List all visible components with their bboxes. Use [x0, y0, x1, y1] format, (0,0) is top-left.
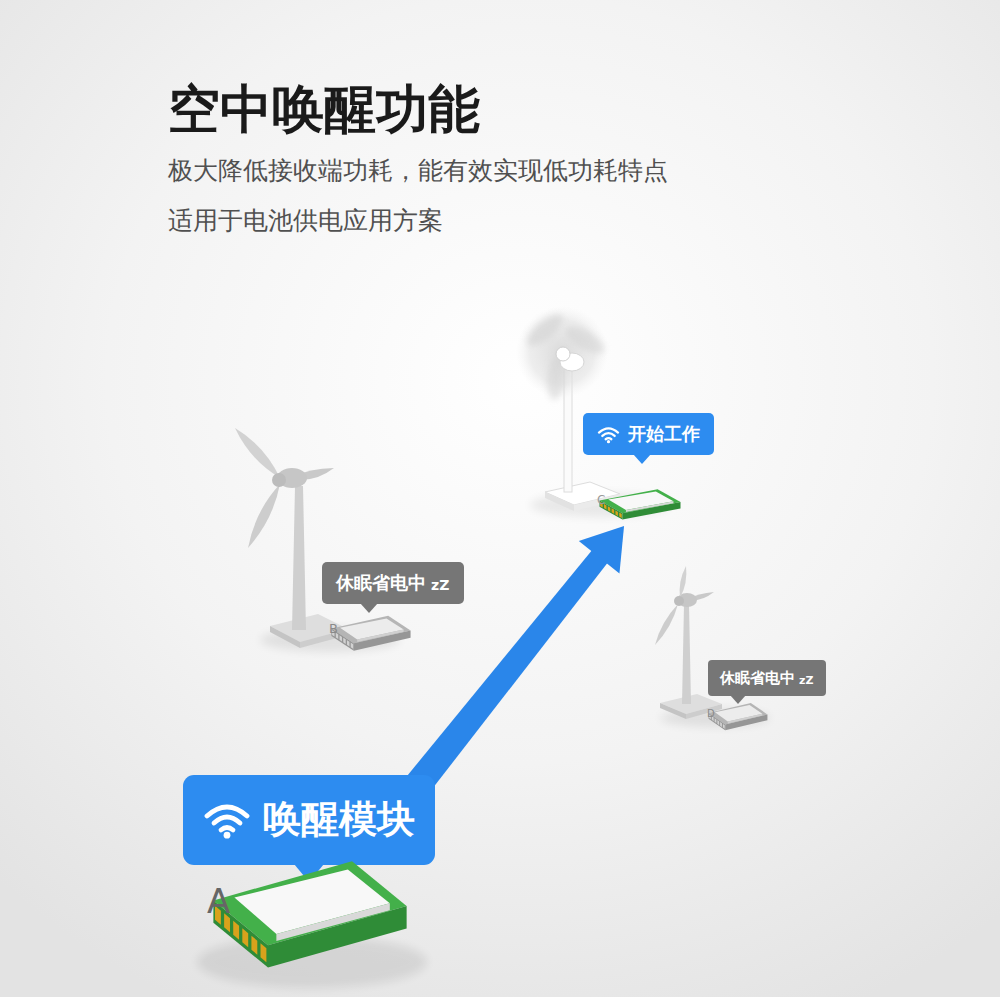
page-title: 空中唤醒功能	[168, 78, 480, 140]
bubble-label: 休眠省电中	[720, 669, 795, 687]
bubble-label: zZ	[431, 577, 449, 594]
rf-module: D	[706, 700, 770, 736]
module-pin	[351, 643, 353, 649]
rf-module: B	[328, 612, 414, 658]
module-pin	[720, 722, 722, 727]
bubble-label: 休眠省电中	[336, 572, 426, 594]
wifi-arc	[221, 828, 233, 831]
spinning-fan	[516, 306, 620, 511]
rf-module: A	[205, 850, 415, 990]
module-pin	[261, 943, 267, 962]
module-body	[205, 850, 415, 990]
wifi-arc	[606, 438, 612, 439]
shield-side	[357, 629, 403, 641]
bubble-label: zZ	[799, 674, 813, 687]
wifi-dot	[607, 440, 610, 443]
module-pin	[251, 936, 257, 955]
wifi-arc	[602, 433, 614, 436]
bubble-pointer	[730, 695, 746, 704]
wifi-arc	[214, 817, 240, 823]
turbine-hub	[272, 473, 286, 487]
status-bubble: 唤醒模块	[183, 775, 435, 865]
bubble-pointer-shape	[360, 603, 378, 613]
module-letter: B	[329, 622, 415, 636]
module-pin	[608, 506, 610, 511]
rf-module: C	[596, 486, 684, 526]
subtitle-line: 适用于电池供电应用方案	[168, 206, 443, 236]
module-pin	[612, 508, 614, 513]
module-pin	[343, 638, 345, 644]
module-letter: A	[207, 883, 417, 920]
module-pin	[615, 510, 617, 515]
bubble-pointer	[633, 454, 651, 464]
module-pin	[723, 724, 725, 729]
module-pin	[717, 720, 719, 725]
bubble-label: 开始工作	[628, 423, 700, 445]
fan-blade-blur	[522, 309, 567, 351]
module-pin	[340, 635, 342, 641]
module-body	[596, 486, 684, 526]
turbine-blade	[248, 484, 280, 548]
subtitle-line: 极大降低接收端功耗，能有效实现低功耗特点	[168, 156, 668, 186]
bubble-label: 唤醒模块	[263, 797, 415, 843]
bubble-pointer	[360, 603, 378, 613]
module-pin	[715, 718, 717, 723]
shield-side	[276, 903, 389, 941]
turbine-hub	[674, 596, 684, 606]
turbine-pole	[292, 486, 306, 630]
wifi-icon	[597, 425, 620, 444]
turbine-blade	[655, 604, 678, 645]
turbine-blade	[235, 428, 280, 478]
module-pin	[233, 921, 239, 940]
turbine-blade	[680, 566, 687, 598]
wind-turbine	[655, 566, 722, 719]
arrow-head	[579, 526, 624, 573]
shield-side	[728, 714, 763, 724]
fan-base-side	[545, 492, 574, 511]
wifi-icon	[203, 800, 251, 840]
module-pin	[619, 513, 621, 518]
turbine-base-side	[660, 703, 686, 719]
module-body	[706, 700, 770, 736]
bubble-pointer-shape	[730, 695, 746, 704]
fan-hub	[556, 347, 570, 361]
wifi-dot	[224, 832, 231, 839]
turbine-pole	[682, 604, 691, 704]
shield-side	[626, 501, 674, 512]
module-body	[328, 612, 414, 658]
status-bubble: 开始工作	[583, 413, 714, 455]
module-letter: C	[597, 494, 685, 507]
wind-turbine	[235, 428, 348, 648]
module-pin	[242, 928, 248, 947]
module-letter: D	[707, 708, 771, 719]
module-pin	[347, 640, 349, 646]
bubble-pointer-shape	[633, 454, 651, 464]
status-bubble: 休眠省电中 zZ	[708, 660, 826, 696]
status-bubble: 休眠省电中 zZ	[322, 562, 464, 604]
